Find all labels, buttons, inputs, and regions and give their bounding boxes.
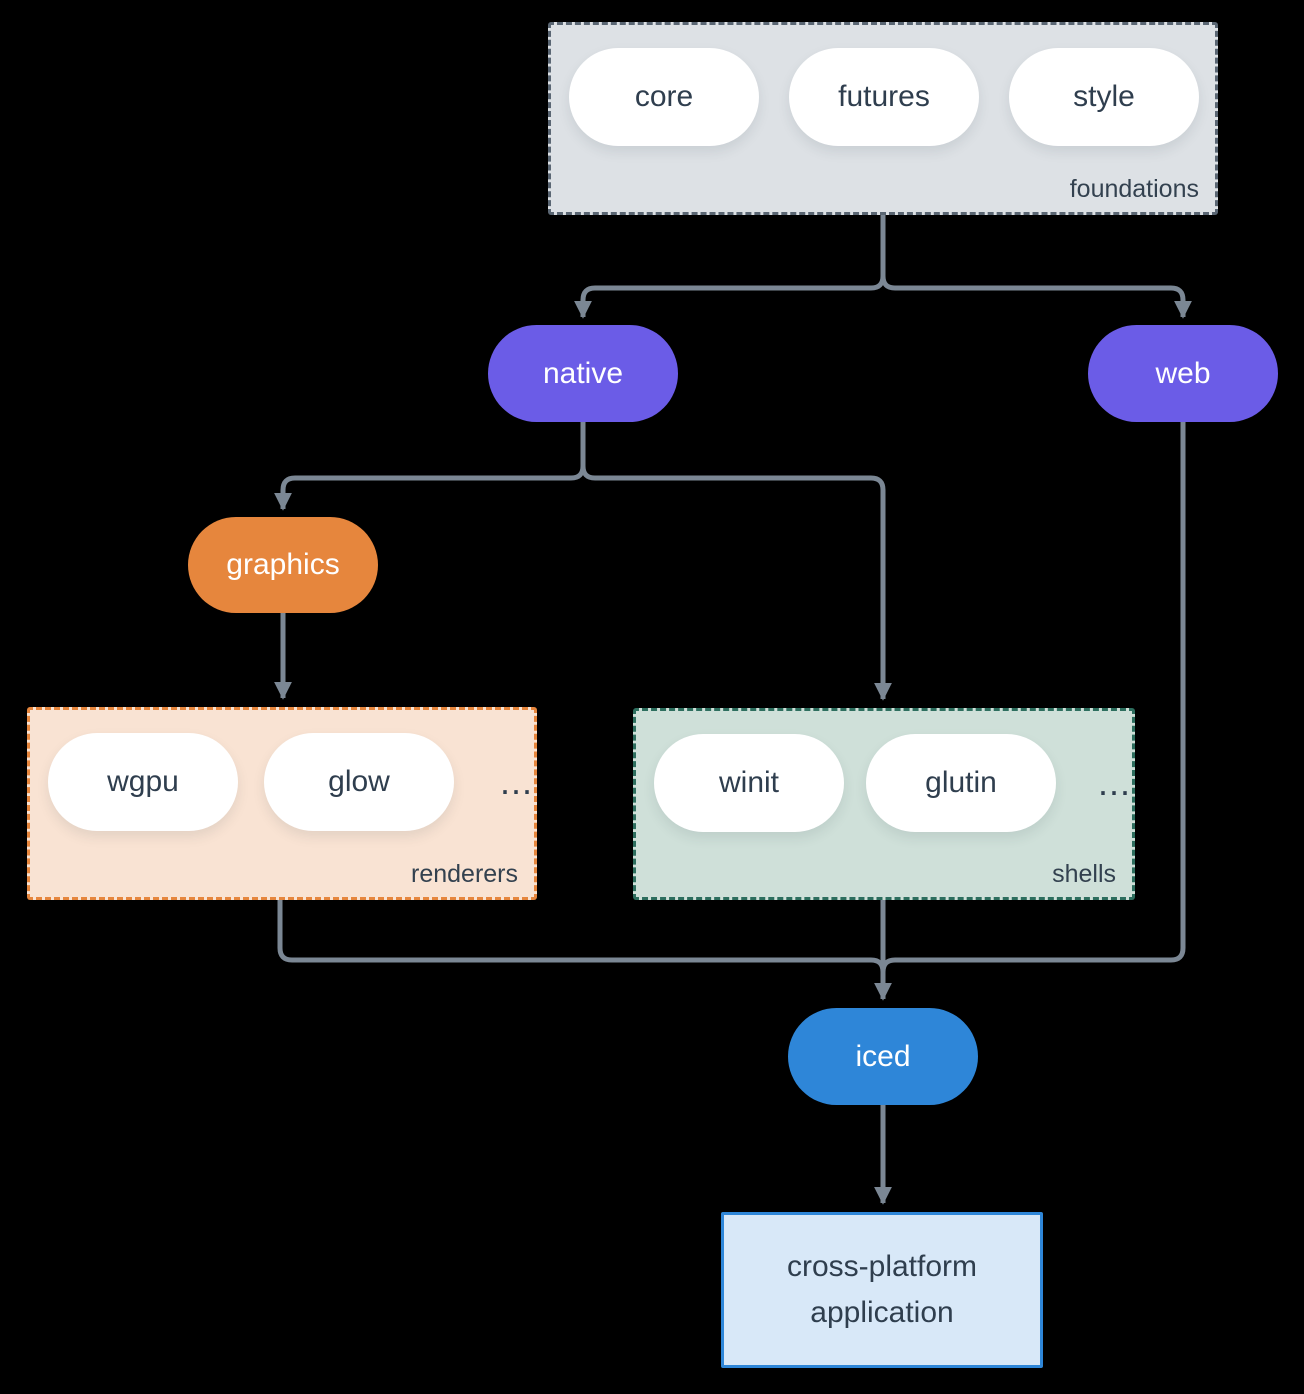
renderers-ellipsis: ... [500, 761, 534, 802]
edge-renderers-merge [277, 900, 886, 973]
edge-foundations-native [574, 215, 886, 319]
node-web: web [1088, 325, 1278, 422]
node-iced: iced [788, 1008, 978, 1105]
node-native-label: native [542, 356, 624, 390]
node-iced-label: iced [855, 1039, 911, 1073]
node-futures: futures [789, 48, 979, 146]
node-wgpu-label: wgpu [107, 765, 179, 798]
shells-group-label: shells [1052, 860, 1116, 888]
node-core-label: core [634, 80, 694, 113]
node-glow: glow [264, 733, 454, 831]
group-foundations: core futures style foundations [548, 22, 1218, 215]
group-shells: winit glutin ... shells [633, 708, 1135, 900]
node-glutin: glutin [866, 734, 1056, 832]
shells-ellipsis: ... [1098, 762, 1132, 803]
node-winit-label: winit [718, 766, 779, 799]
node-glutin-label: glutin [925, 766, 997, 799]
renderers-pill-row: wgpu glow ... [48, 733, 533, 831]
node-native: native [488, 325, 678, 422]
node-wgpu: wgpu [48, 733, 238, 831]
node-winit: winit [654, 734, 844, 832]
renderers-group-label: renderers [411, 860, 518, 888]
node-web-label: web [1155, 356, 1211, 390]
node-style-label: style [1073, 80, 1135, 113]
node-application: cross-platform application [721, 1212, 1043, 1368]
foundations-group-label: foundations [1069, 175, 1199, 203]
node-glow-label: glow [328, 765, 390, 798]
edge-foundations-web [880, 215, 1192, 319]
node-futures-label: futures [838, 80, 930, 113]
node-graphics-label: graphics [226, 548, 340, 581]
node-style: style [1009, 48, 1199, 146]
node-application-label: cross-platform application [786, 1249, 978, 1330]
edge-native-graphics [274, 422, 586, 511]
group-renderers: wgpu glow ... renderers [27, 707, 537, 900]
shells-pill-row: winit glutin ... [654, 734, 1131, 832]
edge-native-shells [580, 422, 892, 701]
node-graphics: graphics [188, 517, 378, 613]
foundations-pill-row: core futures style [569, 48, 1199, 146]
node-core: core [569, 48, 759, 146]
